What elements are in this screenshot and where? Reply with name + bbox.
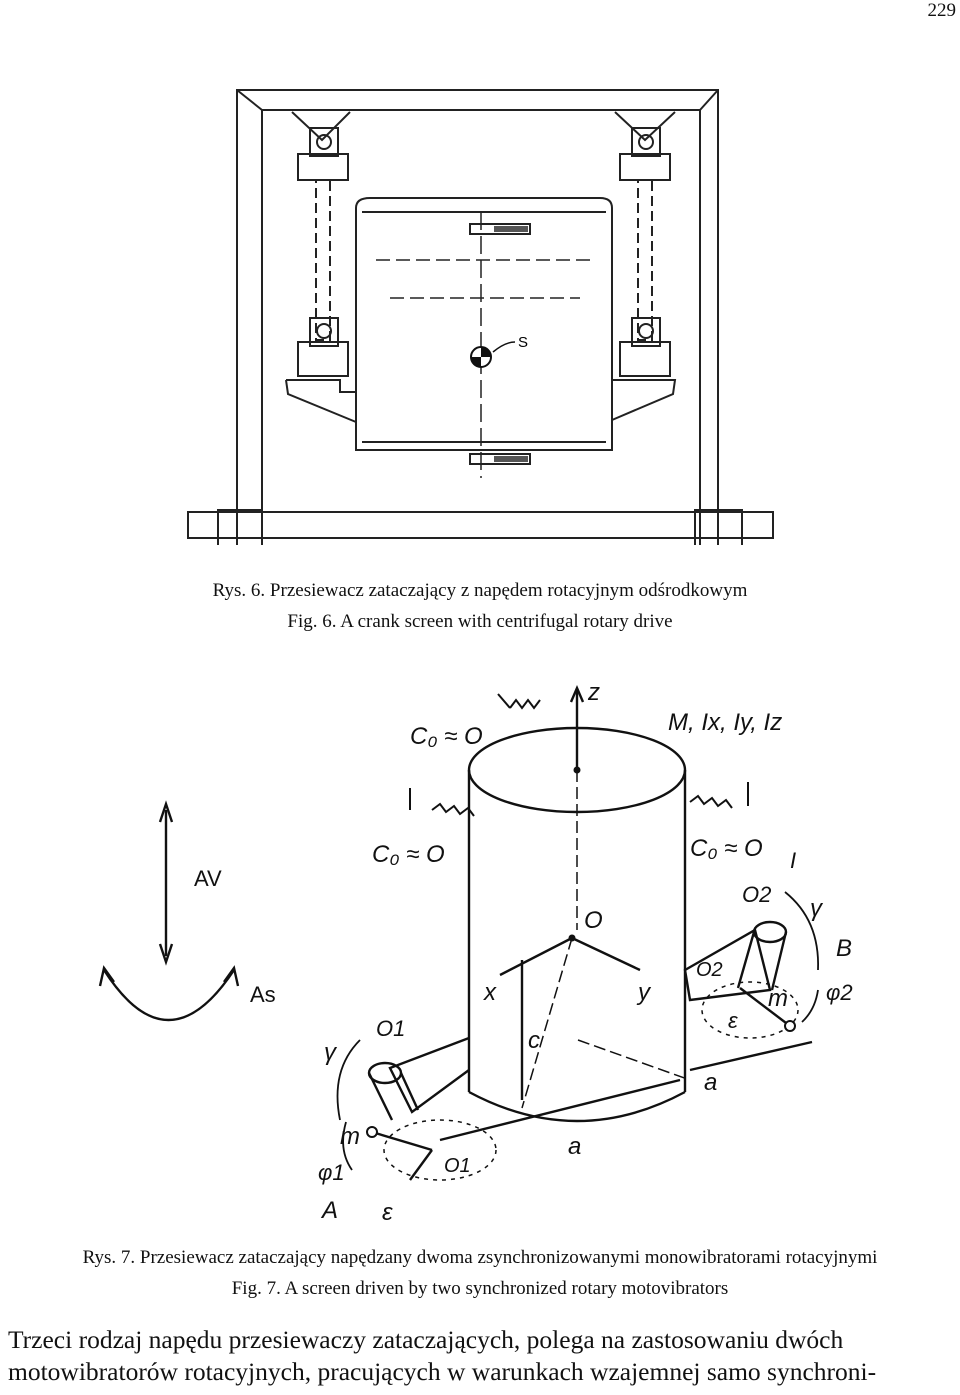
label-c0-right: C₀ ≈ O <box>690 835 763 862</box>
figure-7-caption: Rys. 7. Przesiewacz zataczający napędzan… <box>0 1242 960 1304</box>
label-m-left: m <box>340 1123 360 1150</box>
figure-6-caption-pl: Rys. 6. Przesiewacz zataczający z napęde… <box>212 580 748 601</box>
label-point-a: A <box>320 1197 338 1224</box>
figure-7-motovibrator-screen-drawing: z M, Ix, Iy, Iz C₀ ≈ O C₀ ≈ O C₀ ≈ O O x… <box>98 679 853 1226</box>
label-c0-left: C₀ ≈ O <box>372 841 445 868</box>
label-s: S <box>518 334 528 351</box>
label-z: z <box>587 679 600 706</box>
body-line-1: Trzeci rodzaj napędu przesiewaczy zatacz… <box>8 1325 844 1354</box>
figure-7-caption-en: Fig. 7. A screen driven by two synchroni… <box>231 1278 729 1299</box>
figure-6-caption: Rys. 6. Przesiewacz zataczający z napęde… <box>0 575 960 637</box>
body-paragraph: Trzeci rodzaj napędu przesiewaczy zatacz… <box>8 1324 958 1388</box>
label-mass-inertia: M, Ix, Iy, Iz <box>668 709 782 736</box>
label-av: AV <box>194 866 222 891</box>
figure-7-caption-pl: Rys. 7. Przesiewacz zataczający napędzan… <box>82 1247 878 1268</box>
center-of-mass-symbol <box>470 341 516 368</box>
figure-6-crank-screen-drawing: S <box>187 89 774 545</box>
page-number: 229 <box>927 0 957 21</box>
label-y: y <box>636 979 652 1006</box>
figure-6-caption-en: Fig. 6. A crank screen with centrifugal … <box>287 611 673 632</box>
label-gamma-right: γ <box>810 895 824 922</box>
label-x: x <box>483 979 497 1006</box>
label-o2: O2 <box>742 882 771 907</box>
label-o2-prime: O2 <box>696 959 723 981</box>
label-c: c <box>528 1027 540 1054</box>
label-epsilon-left: ε <box>382 1199 393 1226</box>
label-phi2: φ2 <box>826 980 853 1005</box>
body-line-2: motowibratorów rotacyjnych, pracujących … <box>8 1357 877 1386</box>
label-dimension-a-1: a <box>568 1133 581 1160</box>
label-o1-prime: O1 <box>444 1155 471 1177</box>
label-gamma-left: γ <box>324 1039 338 1066</box>
label-epsilon-right: ε <box>728 1008 738 1033</box>
label-dimension-a-2: a <box>704 1069 717 1096</box>
label-o: O <box>584 907 603 934</box>
label-o1: O1 <box>376 1016 405 1041</box>
label-m-right: m <box>768 985 788 1012</box>
label-as: As <box>250 982 276 1007</box>
label-phi1: φ1 <box>318 1160 345 1185</box>
label-c0-top: C₀ ≈ O <box>410 723 483 750</box>
label-point-b: B <box>836 935 852 962</box>
label-roman-one: I <box>790 848 796 873</box>
